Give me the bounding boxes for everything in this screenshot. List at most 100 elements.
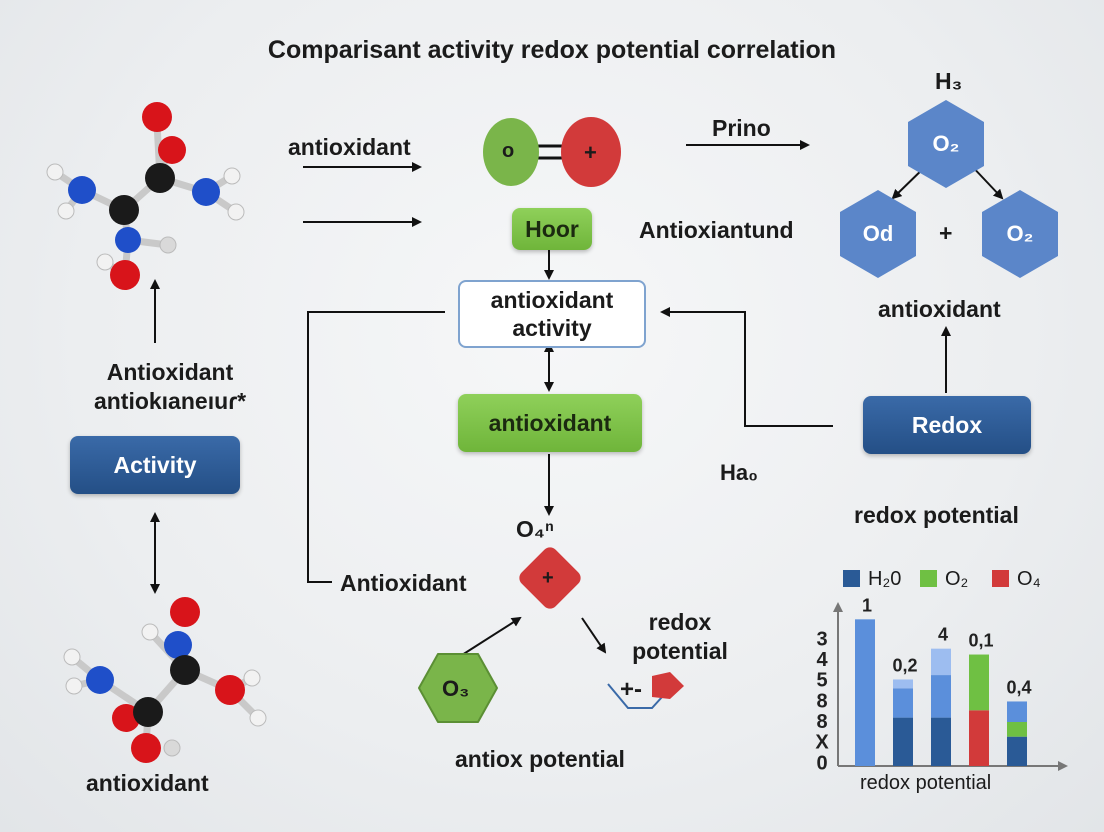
atom-oxygen [131,733,161,763]
chart-bar-segment [1007,736,1027,766]
activity-box: Activity [70,436,240,494]
atom-oxygen [158,136,186,164]
atom-carbon [133,697,163,727]
antiox-potential-label: antiox potential [455,746,625,772]
bottom-antioxidant-label: antioxidant [86,770,209,796]
feedback-loop-right [660,307,833,427]
ha0-label: Ha₀ [720,460,759,485]
atom-oxygen [112,704,140,732]
diamond-symbol: + [542,567,554,589]
right-antioxidant-label: antioxidant [878,296,1001,322]
o3-hexagon [418,653,498,723]
atom-hydrogen [243,669,261,687]
chart-bar-label: 1 [862,595,872,615]
chart-bar-segment [893,679,913,689]
arrow-diamond-to-cup [581,617,607,654]
redox-potential-line1: redox [648,609,712,635]
legend-label-h20: H₂0 [868,568,902,590]
atom-oxygen [142,102,172,132]
redox-potential-line2: potential [632,638,728,664]
chart-y-tick-label: 0 [816,752,827,774]
left-antioxidant-label: Antioxidant [340,570,467,596]
atom-hydrogen [141,623,159,641]
antioxidant-label: antioxidant [288,134,411,160]
hex-top-label-wrap: O₂ [908,100,984,188]
atom-carbon [109,195,139,225]
chart-bar-segment [969,710,989,766]
atom-nitrogen [164,631,192,659]
chart-bar-segment [893,688,913,718]
chart-bar-segment [931,717,951,766]
antioxidant-box: antioxidant [458,394,642,452]
atom-hydrogen [46,163,64,181]
chart-bar-segment [1007,722,1027,737]
chart-y-axis-arrow [833,602,843,612]
chart-y-tick-label: 5 [816,670,827,692]
atom-hydrogen [96,253,114,271]
legend-label-o4: O₄ [1017,568,1041,590]
hex-top-label: O₂ [932,131,960,156]
atom-hydrogen [65,677,83,695]
hex-top [908,100,984,188]
molecule-red-sphere [561,117,621,187]
diamond-shape [519,547,581,609]
chart-bar-segment [969,654,989,711]
redox-box: Redox [863,396,1031,454]
chart-x-label: redox potential [860,772,992,794]
chart-bar-segment [931,648,951,676]
hex-left-label: Od [862,221,894,246]
legend-label-o2: O₂ [945,568,969,590]
legend-swatch-o4 [992,570,1009,587]
antioxidant-activity-box: antioxidant activity [458,280,646,348]
chart-bar-label: 4 [938,625,948,645]
left-antioxidant-line1: Antioxidant [106,359,234,385]
diagram-title: Comparisant activity redox potential cor… [267,36,837,64]
left-antioxidant-block: Antioxidant antiokıaneıuɾ* [60,358,280,416]
atom-hydrogen [223,167,241,185]
chart-bar-label: 0,1 [968,631,993,651]
prino-label: Prino [712,115,771,141]
hex-left [840,190,916,278]
atom-hydrogen [159,236,177,254]
redox-potential-label: redox potential [612,608,748,666]
atom-nitrogen [68,176,96,204]
hex-right-label-wrap: O₂ [982,190,1058,278]
cup-shape [607,672,684,709]
atom-hydrogen [163,739,181,757]
hoor-box: Hoor [512,208,592,250]
hex-left-label-wrap: Od [840,190,916,278]
arrow-o3-to-diamond [461,616,522,656]
chart-y-tick-label: 3 [816,628,827,650]
chart-y-tick-label: 8 [816,690,827,712]
plus-sign: + [939,220,953,246]
redox-potential-right-label: redox potential [854,502,1019,528]
legend-swatch-h20 [843,570,860,587]
chart-y-tick-label: X [815,732,829,754]
molecule-green-sphere [483,118,539,186]
legend-swatch-o2 [920,570,937,587]
chart-bar-segment [1007,701,1027,722]
feedback-loop-left [307,311,445,583]
hex-right [982,190,1058,278]
chart-bar-segment [893,717,913,766]
chart-bar-segment [855,619,875,766]
atom-hydrogen [249,709,267,727]
o4n-label: O₄ⁿ [516,516,554,542]
atom-oxygen [215,675,245,705]
cup-symbol: +- [620,676,643,703]
chart-bar-label: 0,2 [892,655,917,675]
atom-hydrogen [63,648,81,666]
atom-carbon [145,163,175,193]
atom-oxygen [170,597,200,627]
antioxiantund-label: Antioxiantund [639,217,794,243]
atom-nitrogen [115,227,141,253]
atom-nitrogen [86,666,114,694]
atom-hydrogen [227,203,245,221]
h3-label: H₃ [935,68,963,94]
chart-y-tick-label: 8 [816,711,827,733]
chart-bar-segment [931,675,951,718]
atom-nitrogen [192,178,220,206]
molecule-pair [483,117,621,187]
